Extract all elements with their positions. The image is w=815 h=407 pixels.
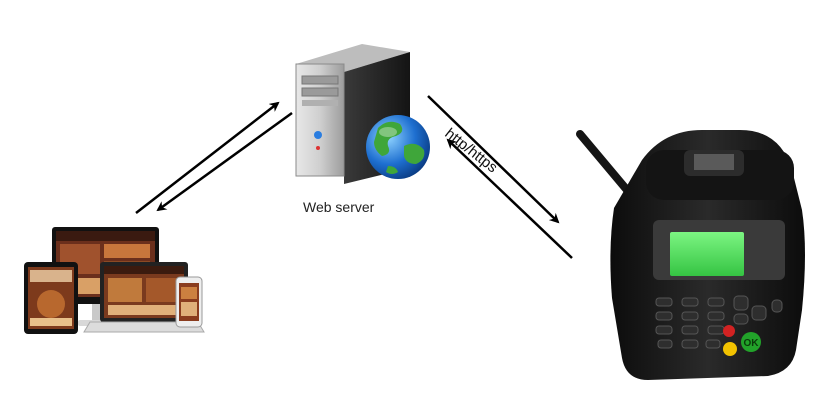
arrows-devices-server — [135, 101, 293, 214]
web-server-label: Web server — [303, 199, 375, 215]
ok-key-label: OK — [744, 338, 760, 349]
red-key — [723, 325, 735, 337]
arrows-server-terminal — [427, 95, 573, 259]
ok-key — [741, 332, 761, 352]
arrow-server-to-terminal — [427, 95, 560, 224]
phone — [175, 276, 203, 328]
keypad — [655, 295, 783, 349]
antenna — [576, 130, 636, 200]
tablet — [24, 262, 78, 334]
yellow-key — [723, 342, 737, 356]
arrow-server-to-devices — [156, 111, 293, 212]
globe-icon — [366, 115, 430, 179]
gprs-printer-terminal-icon: OK — [576, 130, 805, 380]
arrow-terminal-to-server — [446, 138, 573, 259]
arrow-devices-to-server — [135, 101, 280, 214]
laptop — [83, 262, 205, 333]
responsive-devices-icon — [24, 227, 205, 334]
